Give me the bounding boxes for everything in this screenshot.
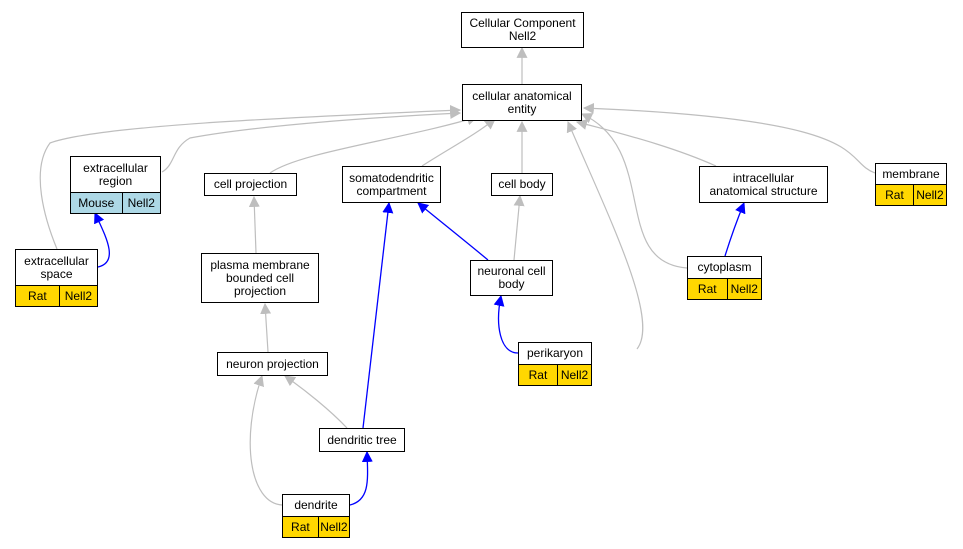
species-tag: Mouse — [71, 193, 122, 213]
edge-dendrite-to-neuron-projection — [249, 374, 283, 506]
gene-tag: Nell2 — [726, 279, 761, 299]
node-neuron-projection[interactable]: neuron projection — [217, 352, 328, 376]
node-root[interactable]: Cellular Component Nell2 — [461, 12, 584, 48]
node-cae[interactable]: cellular anatomical entity — [462, 84, 582, 121]
node-neuronal-cell-body[interactable]: neuronal cell body — [470, 260, 553, 296]
node-label: cytoplasm — [697, 260, 752, 274]
edge-cytoplasm-to-intracellular — [724, 201, 746, 257]
edge-cell-projection-to-cae — [269, 114, 479, 174]
gene-tag: Nell2 — [912, 185, 946, 205]
node-intracellular[interactable]: intracellular anatomical structure — [699, 166, 828, 203]
node-label: extracellular space — [24, 253, 89, 281]
species-tag: Rat — [519, 365, 557, 385]
species-tag: Rat — [16, 286, 59, 306]
edge-plasma-membrane-to-cell-projection — [248, 195, 260, 254]
node-dendritic-tree[interactable]: dendritic tree — [319, 428, 405, 452]
node-label: plasma membrane bounded cell projection — [210, 257, 310, 298]
node-label: perikaryon — [526, 346, 584, 360]
edge-neuronal-cell-body-to-cell-body — [513, 194, 525, 261]
node-label: extracellular region — [83, 160, 148, 188]
node-label: cell projection — [213, 177, 288, 191]
node-label: dendritic tree — [327, 432, 397, 447]
node-label: membrane — [882, 166, 940, 181]
edge-perikaryon-to-cae — [566, 120, 644, 350]
edge-perikaryon-to-neuronal-cell-body — [493, 294, 519, 354]
node-label: cell body — [498, 177, 546, 191]
edge-extracellular-region-to-cae — [161, 108, 462, 173]
edge-intracellular-to-cae — [575, 119, 717, 167]
edge-membrane-to-cae — [582, 102, 876, 174]
edge-dendritic-tree-to-somatodendritic — [362, 201, 394, 429]
node-label: cellular anatomical entity — [472, 88, 572, 116]
gene-tag: Nell2 — [317, 517, 349, 537]
edge-dendritic-tree-to-neuron-projection — [284, 375, 348, 429]
gene-tag: Nell2 — [121, 193, 160, 213]
species-tag: Rat — [283, 517, 318, 537]
edge-cytoplasm-to-cae — [581, 113, 688, 269]
node-cell-body[interactable]: cell body — [491, 173, 553, 196]
edge-dendrite-to-dendritic-tree — [349, 450, 373, 506]
node-cell-projection[interactable]: cell projection — [204, 173, 297, 196]
edge-extracellular-space-to-extracellular-region — [94, 211, 110, 268]
species-tag: Rat — [688, 279, 727, 299]
edge-somatodendritic-to-cae — [421, 118, 496, 167]
node-label: somatodendritic compartment — [349, 170, 434, 198]
edge-neuron-projection-to-plasma-membrane — [260, 302, 272, 353]
gene-tag: Nell2 — [556, 365, 591, 385]
edge-extracellular-space-to-cae — [39, 104, 462, 250]
node-label: neuron projection — [226, 356, 319, 371]
node-plasma-membrane[interactable]: plasma membrane bounded cell projection — [201, 253, 319, 303]
edge-neuronal-cell-body-to-somatodendritic — [417, 202, 489, 261]
gene-tag: Nell2 — [58, 286, 97, 306]
species-tag: Rat — [876, 185, 913, 205]
node-label: neuronal cell body — [477, 264, 546, 291]
node-label: dendrite — [294, 498, 338, 512]
node-somatodendritic[interactable]: somatodendritic compartment — [342, 166, 441, 203]
node-label: Cellular Component Nell2 — [469, 16, 576, 43]
node-label: intracellular anatomical structure — [709, 170, 818, 198]
